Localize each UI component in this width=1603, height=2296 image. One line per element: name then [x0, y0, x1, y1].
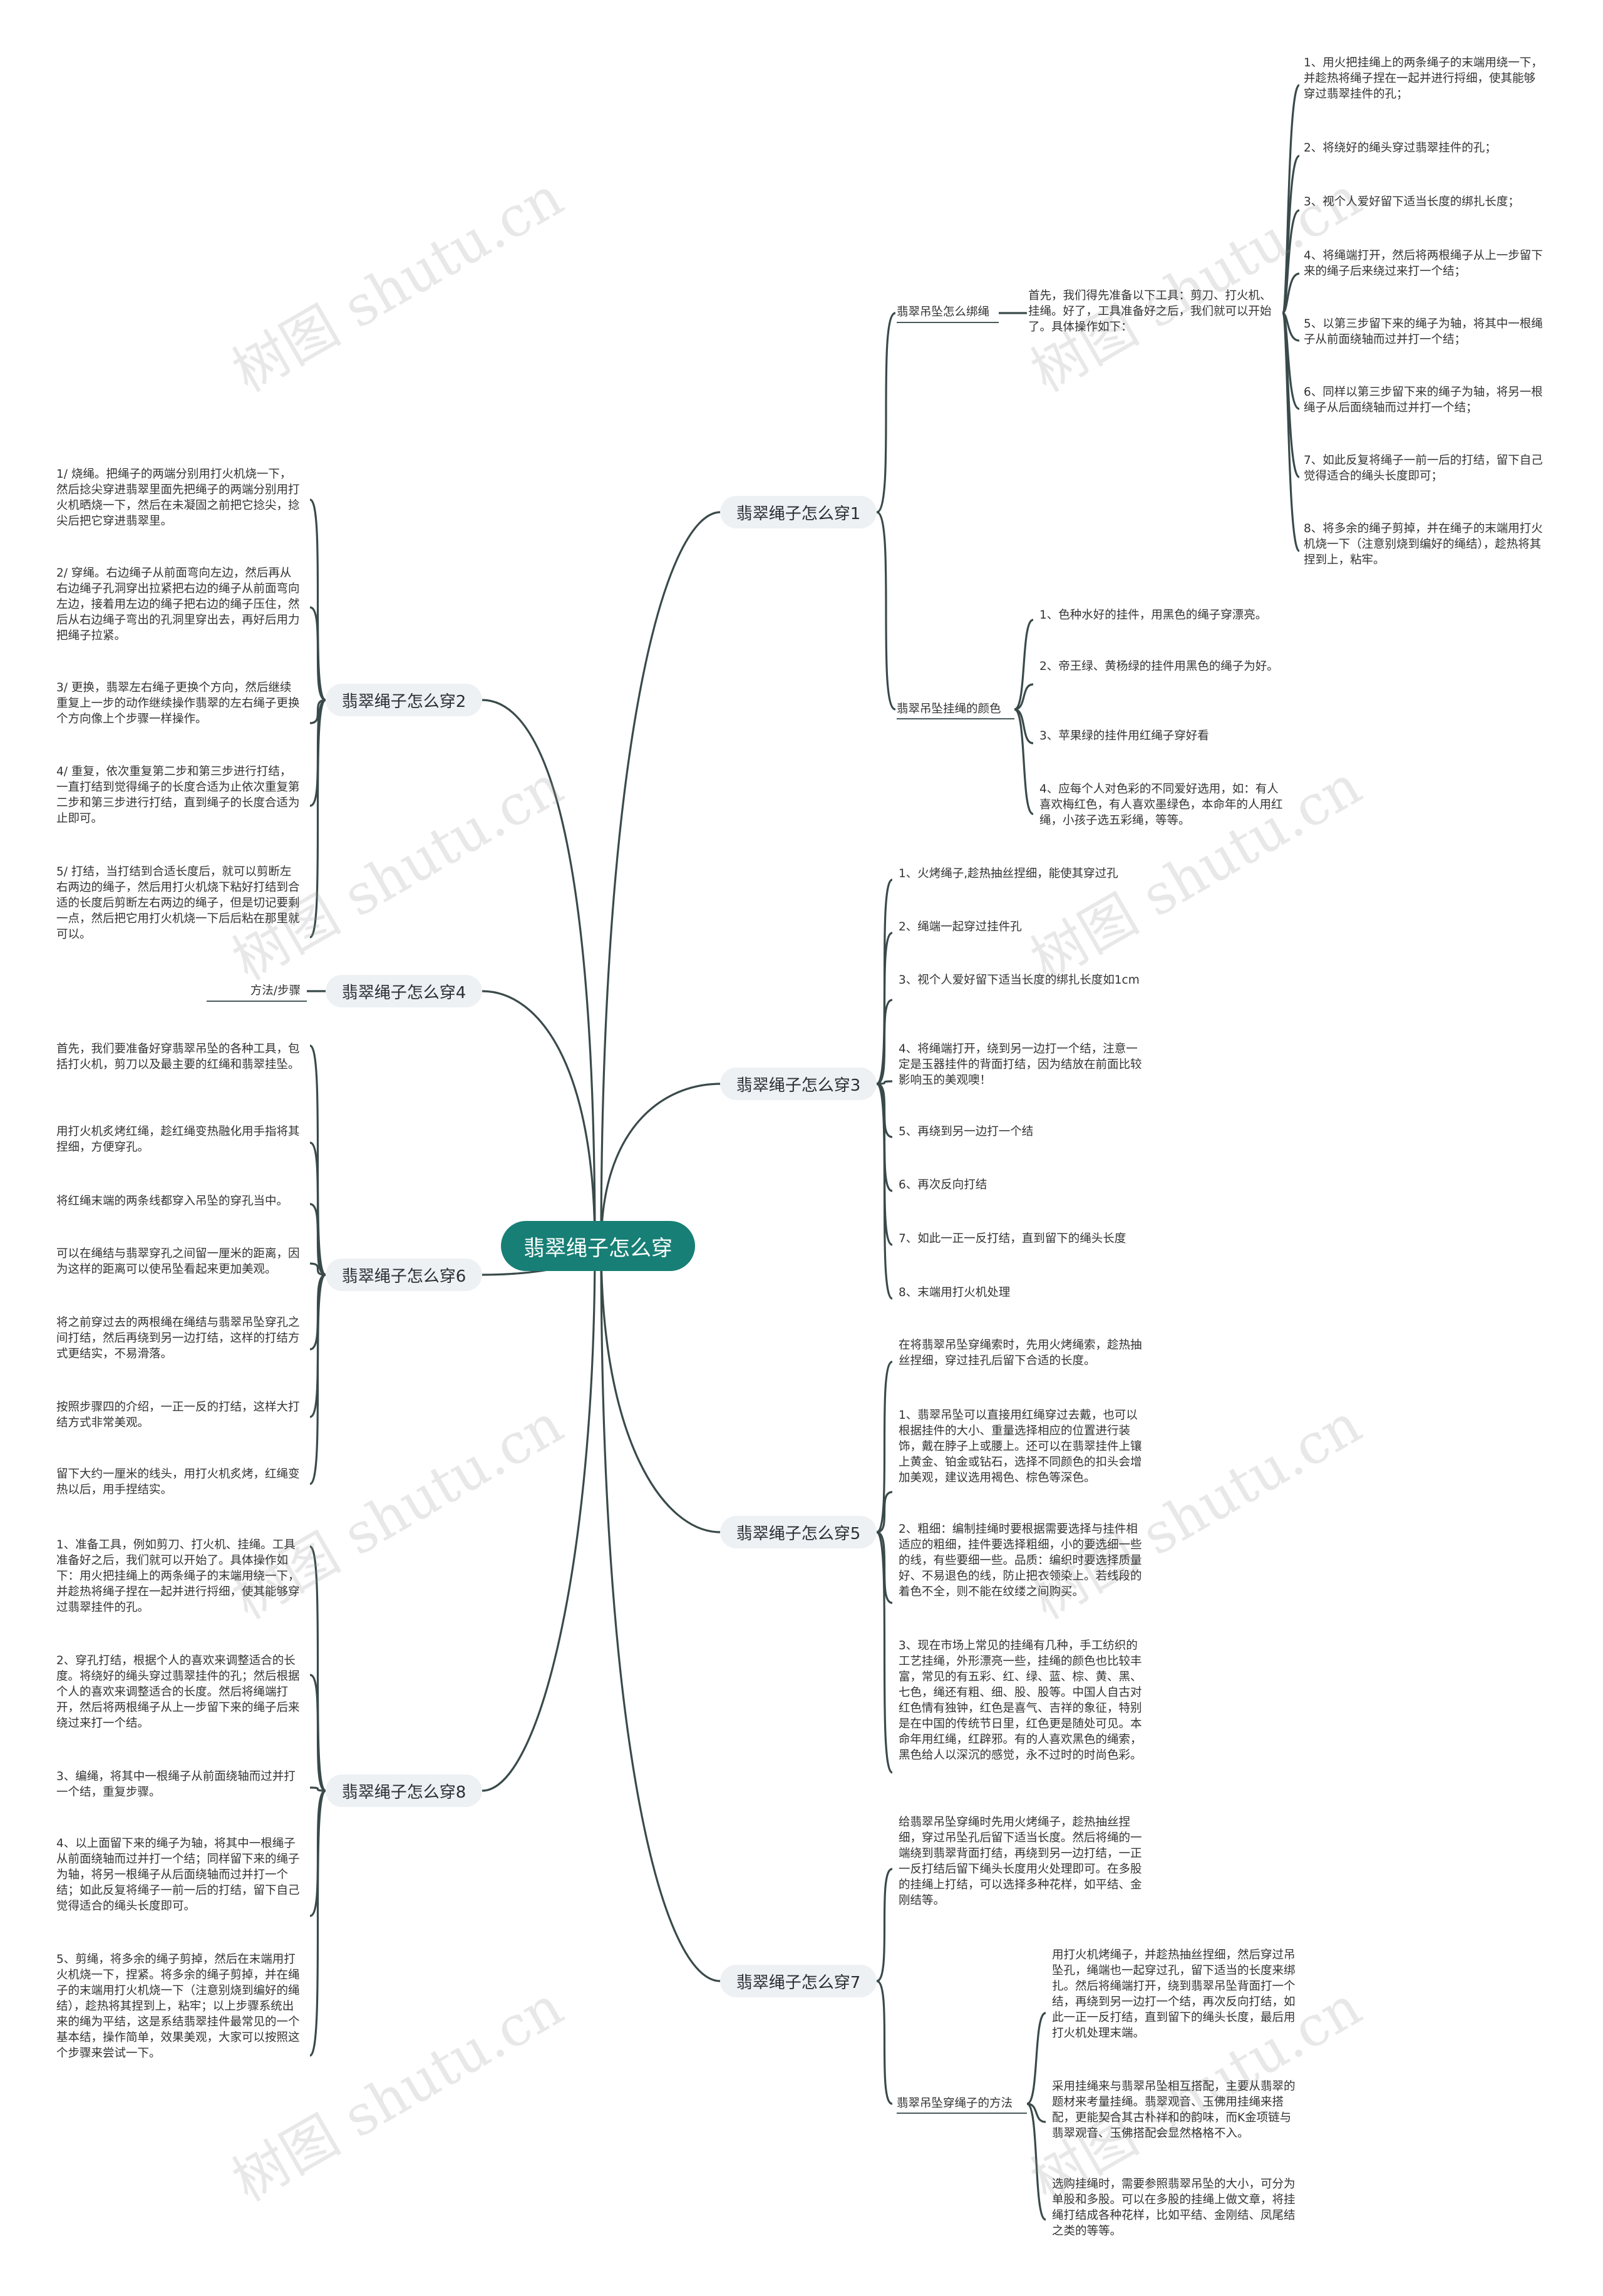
branch-8[interactable]: 翡翠绳子怎么穿8 — [326, 1774, 482, 1807]
b5-item-1: 在将翡翠吊坠穿绳索时，先用火烤绳索，趁热抽丝捏细，穿过挂孔后留下合适的长度。 — [899, 1339, 1142, 1367]
b6-step-3: 将红绳末端的两条线都穿入吊坠的穿孔当中。 — [56, 1195, 289, 1208]
b2-step-5: 5/ 打结，当打结到合适长度后，就可以剪断左右两边的绳子，然后用打火机烧下粘好打… — [56, 865, 300, 941]
b8-step-3: 3、编绳，将其中一根绳子从前面绕轴而过并打一个结，重复步骤。 — [56, 1770, 296, 1799]
b3-step-8: 8、末端用打火机处理 — [899, 1286, 1011, 1299]
b3-step-1: 1、火烤绳子,趁热抽丝捏细，能使其穿过孔 — [899, 867, 1118, 880]
root-node[interactable]: 翡翠绳子怎么穿 — [501, 1221, 695, 1271]
b6-step-2: 用打火机炙烤红绳，趁红绳变热融化用手指将其捏细，方便穿孔。 — [56, 1125, 300, 1154]
b6-step-6: 按照步骤四的介绍，一正一反的打结，这样大打结方式非常美观。 — [56, 1401, 300, 1429]
b1-sub2-underline — [897, 718, 1014, 719]
b1-step-2: 2、将绕好的绳头穿过翡翠挂件的孔； — [1304, 142, 1497, 155]
b5-item-3: 2、粗细：编制挂绳时要根据需要选择与挂件相适应的粗细，挂件要选择粗细，小的要选细… — [899, 1523, 1142, 1598]
b3-step-5: 5、再绕到另一边打一个结 — [899, 1125, 1034, 1138]
b1-color-2: 2、帝王绿、黄杨绿的挂件用黑色的绳子为好。 — [1039, 660, 1279, 673]
b8-step-4: 4、以上面留下来的绳子为轴，将其中一根绳子从前面绕轴而过并打一个结；同样留下来的… — [56, 1837, 300, 1913]
b2-step-1: 1/ 烧绳。把绳子的两端分别用打火机烧一下，然后捻尖穿进翡翠里面先把绳子的两端分… — [56, 468, 300, 528]
b2-step-3: 3/ 更换，翡翠左右绳子更换个方向，然后继续重复上一步的动作继续操作翡翠的左右绳… — [56, 681, 300, 726]
b6-step-4: 可以在绳结与翡翠穿孔之间留一厘米的距离，因为这样的距离可以使吊坠看起来更加美观。 — [56, 1247, 300, 1276]
branch-5[interactable]: 翡翠绳子怎么穿5 — [720, 1516, 877, 1548]
b1-color-1: 1、色种水好的挂件，用黑色的绳子穿漂亮。 — [1039, 609, 1267, 622]
b3-step-2: 2、绳端一起穿过挂件孔 — [899, 920, 1022, 934]
b1-step-1: 1、用火把挂绳上的两条绳子的末端用绕一下，并趁热将绳子捏在一起并进行捋细，使其能… — [1304, 56, 1543, 101]
b8-step-1: 1、准备工具，例如剪刀、打火机、挂绳。工具准备好之后，我们就可以开始了。具体操作… — [56, 1538, 300, 1614]
b7-method-1: 用打火机烤绳子，并趁热抽丝捏细，然后穿过吊坠孔，绳端也一起穿过孔，留下适当的长度… — [1052, 1949, 1296, 2040]
branch-4[interactable]: 翡翠绳子怎么穿4 — [326, 975, 482, 1007]
b2-step-2: 2/ 穿绳。右边绳子从前面弯向左边，然后再从右边绳子孔洞穿出拉紧把右边的绳子从前… — [56, 567, 300, 642]
b6-step-5: 将之前穿过去的两根绳在绳结与翡翠吊坠穿孔之间打结，然后再绕到另一边打结，这样的打… — [56, 1316, 300, 1361]
b5-item-2: 1、翡翠吊坠可以直接用红绳穿过去戴，也可以根据挂件的大小、重量选择相应的位置进行… — [899, 1409, 1142, 1485]
b1-step-4: 4、将绳端打开，然后将两根绳子从上一步留下来的绳子后来绕过来打一个结； — [1304, 249, 1543, 278]
b1-sub1-underline — [897, 322, 999, 323]
b7-intro: 给翡翠吊坠穿绳时先用火烤绳子，趁热抽丝捏细，穿过吊坠孔后留下适当长度。然后将绳的… — [899, 1816, 1142, 1907]
b1-step-7: 7、如此反复将绳子一前一后的打结，留下自己觉得适合的绳头长度即可； — [1304, 454, 1543, 483]
branch-6[interactable]: 翡翠绳子怎么穿6 — [326, 1259, 482, 1291]
b4-item-underline — [207, 1001, 307, 1002]
b3-step-6: 6、再次反向打结 — [899, 1178, 987, 1192]
b6-step-7: 留下大约一厘米的线头，用打火机炙烤，红绳变热以后，用手捏结实。 — [56, 1468, 300, 1496]
b5-item-4: 3、现在市场上常见的挂绳有几种，手工纺织的工艺挂绳，外形漂亮一些，挂绳的颜色也比… — [899, 1639, 1142, 1762]
b1-sub1-intro: 首先，我们得先准备以下工具：剪刀、打火机、挂绳。好了，工具准备好之后，我们就可以… — [1028, 289, 1272, 334]
b2-step-4: 4/ 重复，依次重复第二步和第三步进行打结，一直打结到觉得绳子的长度合适为止依次… — [56, 765, 300, 825]
b8-step-2: 2、穿孔打结，根据个人的喜欢来调整适合的长度。将绕好的绳头穿过翡翠挂件的孔；然后… — [56, 1654, 300, 1730]
b3-step-3: 3、视个人爱好留下适当长度的绑扎长度如1cm — [899, 974, 1140, 987]
b1-color-3: 3、苹果绿的挂件用红绳子穿好看 — [1039, 729, 1209, 743]
b4-item-1: 方法/步骤 — [250, 984, 301, 997]
b1-step-8: 8、将多余的绳子剪掉，并在绳子的末端用打火机烧一下（注意别烧到编好的绳结），趁热… — [1304, 522, 1543, 567]
b1-color-4: 4、应每个人对色彩的不同爱好选用，如：有人喜欢梅红色，有人喜欢墨绿色，本命年的人… — [1039, 783, 1283, 827]
branch-3[interactable]: 翡翠绳子怎么穿3 — [720, 1068, 877, 1100]
b3-step-4: 4、将绳端打开，绕到另一边打一个结，注意一定是玉器挂件的背面打结，因为结放在前面… — [899, 1042, 1142, 1087]
b3-step-7: 7、如此一正一反打结，直到留下的绳头长度 — [899, 1232, 1126, 1245]
b7-sub-underline — [897, 2113, 1027, 2114]
b1-sub1-label[interactable]: 翡翠吊坠怎么绑绳 — [897, 306, 990, 319]
branch-1[interactable]: 翡翠绳子怎么穿1 — [720, 496, 877, 528]
b1-step-6: 6、同样以第三步留下来的绳子为轴，将另一根绳子从后面绕轴而过并打一个结； — [1304, 386, 1543, 414]
b7-method-2: 采用挂绳来与翡翠吊坠相互搭配，主要从翡翠的题材来考量挂绳。翡翠观音、玉佛用挂绳来… — [1052, 2080, 1296, 2140]
b8-step-5: 5、剪绳，将多余的绳子剪掉，然后在末端用打火机烧一下，捏紧。将多余的绳子剪掉，并… — [56, 1953, 300, 2060]
b7-sub-label[interactable]: 翡翠吊坠穿绳子的方法 — [897, 2097, 1013, 2110]
b1-step-3: 3、视个人爱好留下适当长度的绑扎长度； — [1304, 195, 1520, 208]
b6-step-1: 首先，我们要准备好穿翡翠吊坠的各种工具，包括打火机，剪刀以及最主要的红绳和翡翠挂… — [56, 1042, 300, 1071]
b1-step-5: 5、以第三步留下来的绳子为轴，将其中一根绳子从前面绕轴而过并打一个结； — [1304, 317, 1543, 346]
b7-method-3: 选购挂绳时，需要参照翡翠吊坠的大小，可分为单股和多股。可以在多股的挂绳上做文章，… — [1052, 2178, 1296, 2238]
branch-2[interactable]: 翡翠绳子怎么穿2 — [326, 684, 482, 716]
branch-7[interactable]: 翡翠绳子怎么穿7 — [720, 1965, 877, 1997]
b1-sub2-label[interactable]: 翡翠吊坠挂绳的颜色 — [897, 703, 1001, 716]
